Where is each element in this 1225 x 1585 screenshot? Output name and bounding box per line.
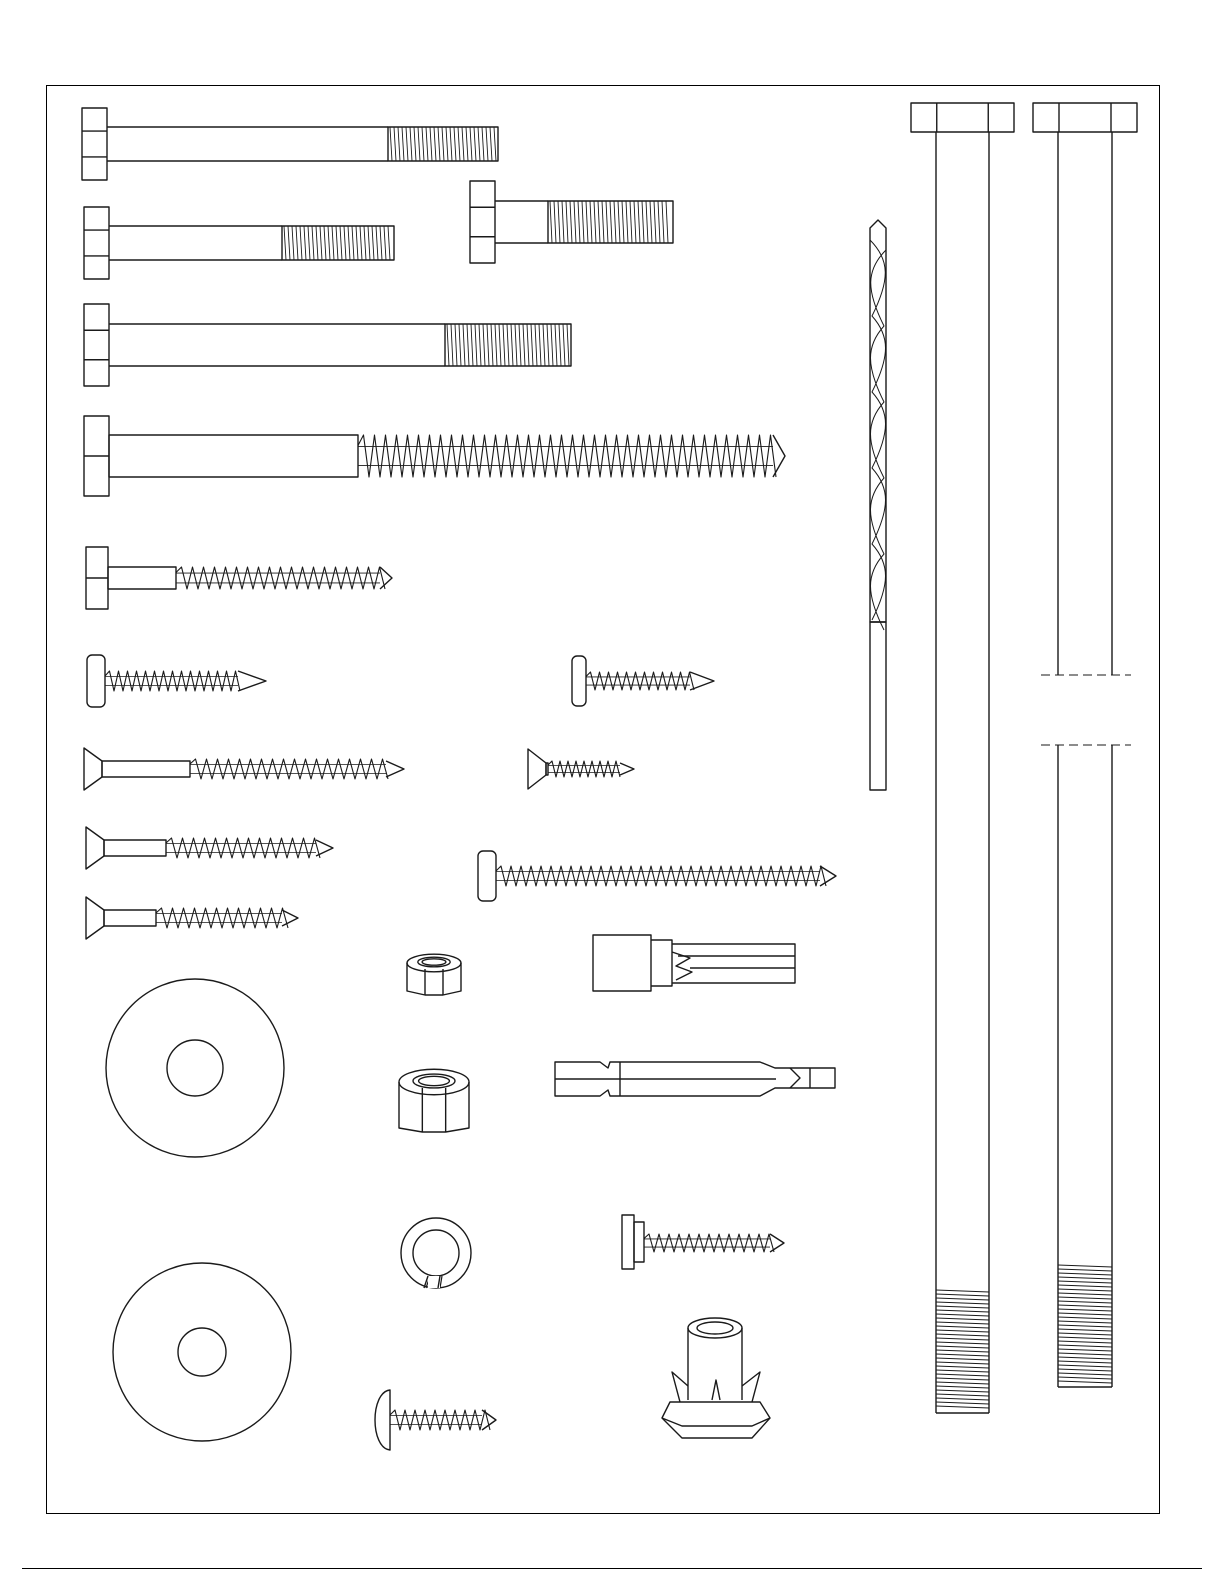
lock-nut-large [399, 1069, 469, 1132]
t-nut [662, 1318, 770, 1438]
hex-bolt-b [84, 207, 394, 279]
pan-head-screw-a [87, 655, 266, 707]
hex-bolt-d [470, 181, 673, 263]
washer-medium [113, 1263, 291, 1441]
drill-bit [870, 220, 886, 790]
flat-head-screw-b [528, 749, 634, 789]
hex-bolt-a [82, 108, 498, 180]
pan-head-screw-long [478, 851, 836, 901]
split-lock-washer [401, 1218, 471, 1288]
pan-head-screw-b [572, 656, 714, 706]
washer-large [106, 979, 284, 1157]
flat-head-screw-d [86, 897, 298, 939]
hex-washer-head-screw [622, 1215, 784, 1269]
lag-screw-short [86, 547, 392, 609]
truss-head-screw [375, 1390, 496, 1450]
hex-bolt-c [84, 304, 571, 386]
driver-bit [555, 1062, 835, 1096]
long-bolt-a [911, 103, 1014, 1413]
flat-head-screw-c [86, 827, 333, 869]
long-bolt-b [1033, 103, 1137, 1387]
flat-head-screw-a [84, 748, 404, 790]
lock-nut-small [407, 954, 461, 995]
lag-screw-long [84, 416, 785, 496]
hex-socket-adapter [593, 935, 795, 991]
